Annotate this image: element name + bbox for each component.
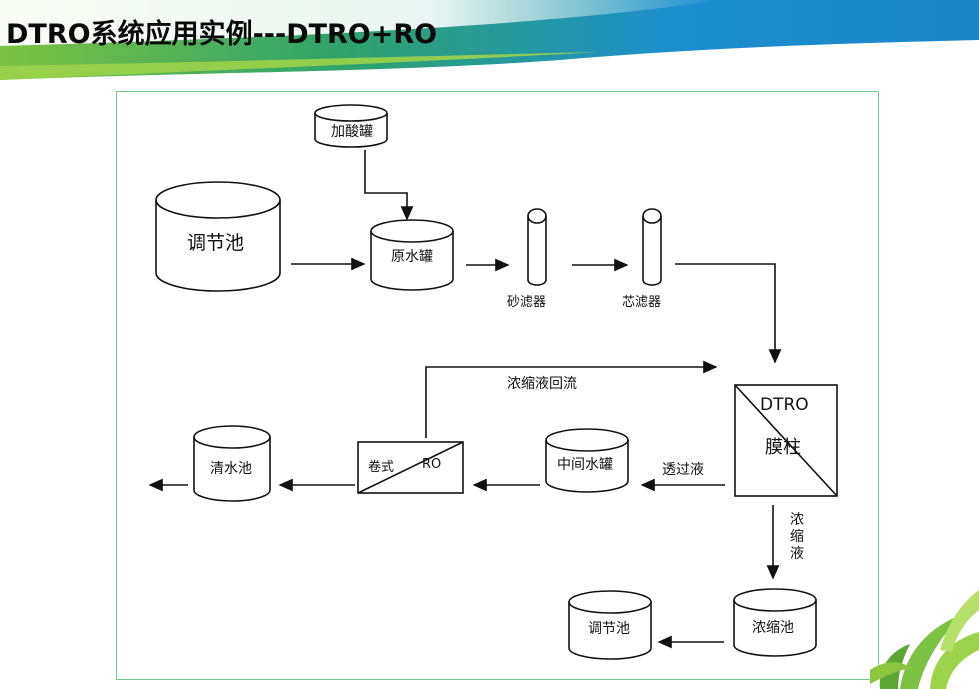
intermediate-tank-label: 中间水罐 xyxy=(557,457,613,473)
spiral-label: 卷式 xyxy=(368,460,395,475)
arrow-cartridge-to-dtro xyxy=(675,263,782,364)
arrow-acid-to-raw xyxy=(364,150,414,221)
cartridge-filter-shape xyxy=(642,208,662,286)
sand-filter-shape xyxy=(527,208,547,286)
concentrate-reflux-label: 浓缩液回流 xyxy=(507,376,577,392)
permeate-label: 透过液 xyxy=(662,462,704,478)
decorative-leaves-image xyxy=(870,590,979,689)
dtro-label: DTRO xyxy=(760,395,809,415)
concentrate-tank-label: 浓缩池 xyxy=(752,620,794,636)
ro-label: RO xyxy=(422,457,442,472)
title-banner xyxy=(0,0,979,80)
acid-tank-label: 加酸罐 xyxy=(331,124,373,140)
cartridge-filter-label: 芯滤器 xyxy=(622,295,662,310)
raw-water-tank-label: 原水罐 xyxy=(391,249,433,265)
regulating-tank-top-label: 调节池 xyxy=(187,232,245,254)
diagram-frame xyxy=(116,91,879,680)
concentrate-tank-shape xyxy=(733,588,817,657)
dtro-membrane-column-shape xyxy=(734,384,838,497)
regulating-tank-top-shape xyxy=(155,181,281,292)
regulating-tank-bottom-label: 调节池 xyxy=(588,621,630,637)
spiral-ro-shape xyxy=(357,441,464,494)
membrane-column-label: 膜柱 xyxy=(765,437,801,458)
sand-filter-label: 砂滤器 xyxy=(507,295,547,310)
slide-title: DTRO系统应用实例---DTRO+RO xyxy=(6,19,438,50)
intermediate-tank-shape xyxy=(545,428,629,493)
concentrate-label: 浓缩液 xyxy=(790,512,804,562)
regulating-tank-bottom-shape xyxy=(568,590,652,660)
clean-water-tank-shape xyxy=(193,425,271,502)
arrow-concentrate-reflux xyxy=(425,360,718,438)
clean-water-tank-label: 清水池 xyxy=(210,461,252,477)
acid-tank-shape xyxy=(314,104,388,148)
